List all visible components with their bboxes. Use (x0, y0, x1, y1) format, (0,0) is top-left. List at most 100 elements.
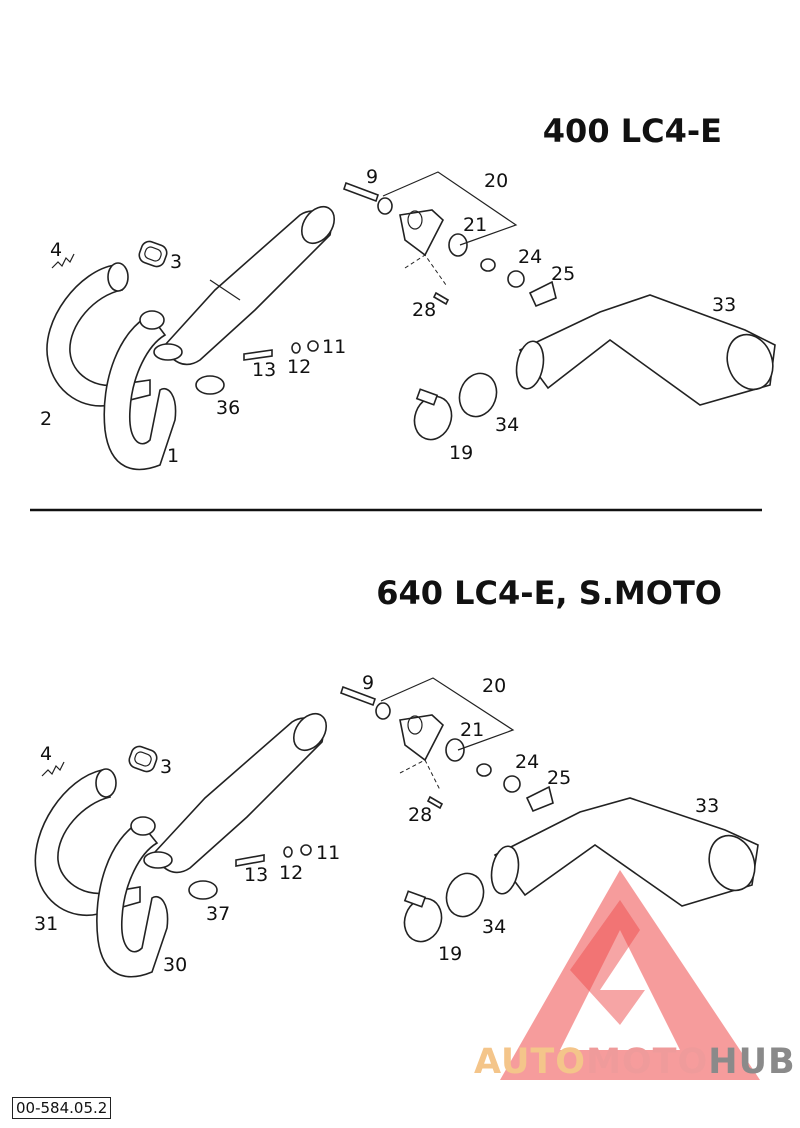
model-title-640: 640 LC4-E, S.MOTO (376, 574, 722, 612)
label-3: 3 (170, 251, 182, 273)
label-21-b: 21 (460, 719, 484, 741)
clamp-19 (413, 395, 453, 441)
label-20: 20 (484, 170, 508, 192)
label-28: 28 (412, 299, 436, 321)
label-2: 2 (40, 408, 52, 430)
nut-11 (307, 340, 319, 352)
label-12-b: 12 (279, 862, 303, 884)
gasket-3-b-inner (134, 751, 152, 767)
label-28-b: 28 (408, 804, 432, 826)
header-pipe-1 (103, 313, 177, 471)
label-34-b: 34 (482, 916, 506, 938)
label-1: 1 (167, 445, 179, 467)
label-19-b: 19 (438, 943, 462, 965)
label-12: 12 (287, 356, 311, 378)
spring-4-b (41, 761, 65, 777)
clip-25 (528, 280, 557, 308)
pipe-socket (153, 343, 183, 361)
silencer-b-endcap (708, 834, 756, 892)
label-34: 34 (495, 414, 519, 436)
bracket-20 (399, 209, 444, 257)
automotohub-logo-icon (500, 870, 760, 1080)
label-24: 24 (518, 246, 542, 268)
pipe-31-flange (95, 768, 117, 798)
bracket-20-b (399, 714, 444, 762)
bracket-hole (407, 210, 423, 230)
clamp-19-b (403, 897, 443, 943)
bolt-13 (243, 349, 273, 361)
ring-34-b (445, 872, 485, 918)
label-13: 13 (252, 359, 276, 381)
label-30: 30 (163, 954, 187, 976)
leader-28 (404, 254, 447, 286)
spring-4 (51, 253, 75, 269)
leader-9-20-b (380, 677, 515, 751)
label-21: 21 (463, 214, 487, 236)
silencer-endcap (726, 333, 774, 391)
label-19: 19 (449, 442, 473, 464)
label-31: 31 (34, 913, 58, 935)
label-25: 25 (551, 263, 575, 285)
label-37: 37 (206, 903, 230, 925)
label-4: 4 (50, 239, 62, 261)
spacer-9 (377, 197, 393, 215)
label-33: 33 (712, 294, 736, 316)
pipe-1-flange (139, 310, 165, 330)
front-pipe-end (300, 205, 336, 245)
ring-34 (458, 372, 498, 418)
label-13-b: 13 (244, 864, 268, 886)
clip-25-b (525, 785, 554, 813)
silencer-inlet (515, 340, 545, 390)
label-11-b: 11 (316, 842, 340, 864)
bolt-9-b (339, 685, 377, 707)
washer-12-b (283, 846, 293, 858)
pipe-30-flange (130, 816, 156, 836)
sleeve-36 (195, 375, 225, 395)
bolt-9 (342, 181, 380, 203)
sleeve-37 (188, 880, 218, 900)
top-assembly (46, 171, 776, 471)
bushing-21-b (445, 738, 465, 762)
gasket-3-b (128, 745, 158, 773)
watermark-text-hub: HUB (708, 1042, 796, 1082)
label-24-b: 24 (515, 751, 539, 773)
washer-24-b (503, 775, 521, 793)
watermark-text-moto: MOTO (586, 1042, 709, 1082)
label-33-b: 33 (695, 795, 719, 817)
washer-24-a (480, 258, 496, 272)
washer-24-b-a (476, 763, 492, 777)
bolt-13-b (235, 854, 265, 867)
label-36: 36 (216, 397, 240, 419)
bracket-b-hole (407, 715, 423, 735)
model-title-400: 400 LC4-E (542, 112, 722, 150)
screw-28-b (426, 795, 444, 810)
clamp-19-screw (415, 388, 439, 406)
pipe-b-socket (143, 851, 173, 869)
label-9-b: 9 (362, 672, 374, 694)
label-20-b: 20 (482, 675, 506, 697)
label-25-b: 25 (547, 767, 571, 789)
gasket-3-inner (144, 246, 162, 262)
leader-9-20 (382, 171, 518, 246)
watermark-text-auto: AUTO (474, 1042, 587, 1082)
washer-24 (507, 270, 525, 288)
front-pipe-b-end (292, 712, 328, 752)
clamp-19-b-screw (403, 890, 427, 908)
label-9: 9 (366, 166, 378, 188)
pipe-2-flange (107, 262, 129, 292)
header-pipe-30 (96, 820, 169, 978)
silencer-b-inlet (490, 845, 520, 895)
gasket-3 (138, 240, 168, 268)
leader-28-b (399, 759, 441, 791)
pipe-seam (209, 279, 241, 301)
bottom-assembly (34, 677, 759, 978)
bushing-21 (448, 233, 468, 257)
label-4-b: 4 (40, 743, 52, 765)
spacer-9-b (375, 702, 391, 720)
label-3-b: 3 (160, 756, 172, 778)
watermark-text: AUTOMOTOHUB (474, 1042, 796, 1082)
reference-code: 00-584.05.2 (12, 1097, 112, 1119)
nut-11-b (300, 844, 312, 856)
screw-28 (432, 291, 450, 306)
